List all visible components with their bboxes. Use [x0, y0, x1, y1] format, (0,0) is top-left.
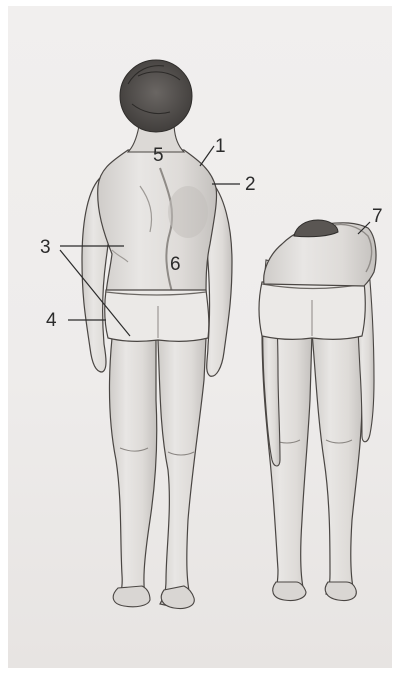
label-4: 4: [46, 310, 57, 331]
standing-right-foot: [161, 586, 194, 609]
leader-line-1: [200, 146, 214, 166]
standing-right-leg: [158, 338, 206, 608]
bending-right-leg: [312, 330, 364, 598]
standing-figure: [82, 60, 232, 609]
rib-hump-shadow: [168, 186, 208, 238]
label-6: 6: [170, 254, 181, 275]
standing-left-foot: [113, 586, 150, 607]
bending-head: [294, 220, 338, 237]
label-7: 7: [372, 206, 383, 227]
label-1: 1: [215, 136, 226, 157]
label-3: 3: [40, 237, 51, 258]
bending-right-foot: [325, 582, 356, 601]
bending-figure: [259, 220, 376, 601]
standing-shorts: [105, 290, 209, 341]
bending-left-foot: [273, 582, 306, 601]
label-2: 2: [245, 174, 256, 195]
label-5: 5: [153, 145, 164, 166]
standing-head-hair: [120, 60, 192, 132]
standing-left-leg: [109, 338, 156, 606]
